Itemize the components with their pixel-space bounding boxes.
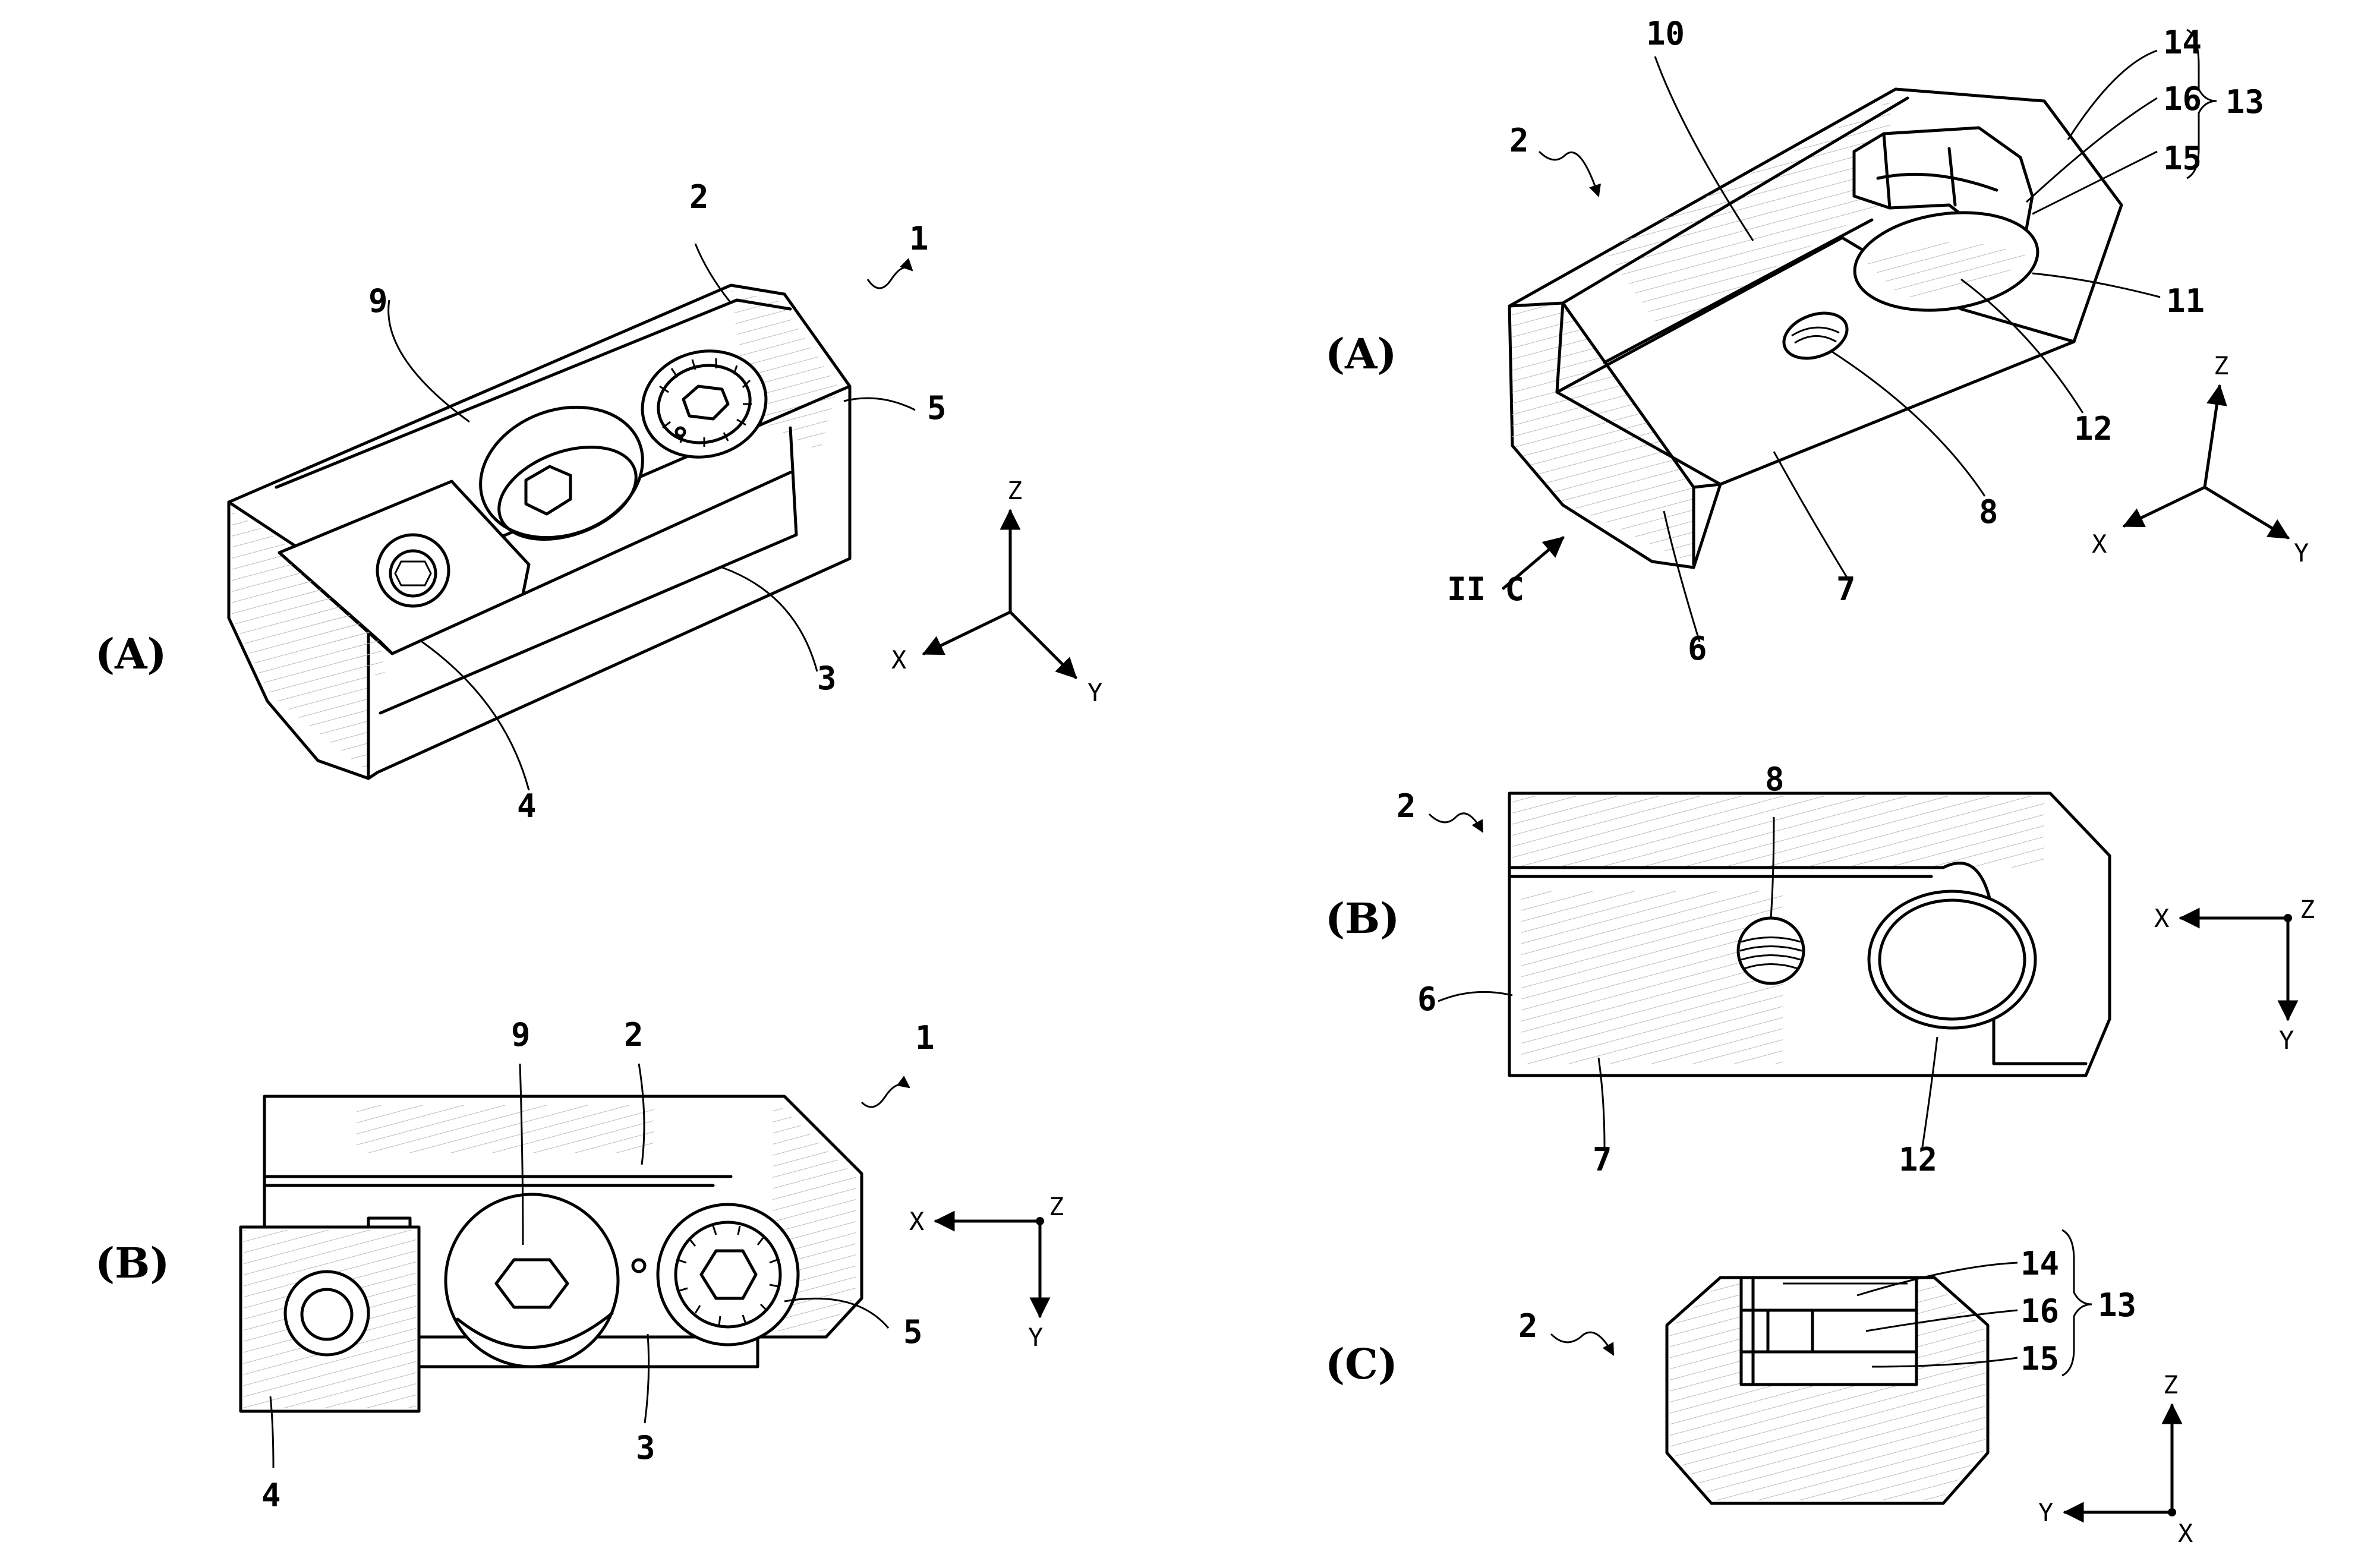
fig1a-axis-x: X (891, 645, 906, 674)
fig2a-ref-15: 15 (2163, 140, 2202, 177)
fig2a-axis-x: X (2092, 529, 2107, 559)
fig2a-ref-10: 10 (1646, 15, 1685, 52)
fig2a-ref-14: 14 (2163, 24, 2202, 61)
panel-label-left-a: (A) (95, 629, 167, 679)
panel-label-left-b: (B) (95, 1238, 169, 1288)
fig2b-ref-2: 2 (1397, 787, 1416, 825)
panel-label-right-b: (B) (1325, 894, 1399, 943)
fig1b-ref-4: 4 (261, 1477, 281, 1514)
fig2b-axis-z: Z (2300, 895, 2315, 924)
fig1b-axis-x: X (909, 1207, 924, 1236)
fig2a-ref-12: 12 (2074, 410, 2113, 447)
fig1a-axis-z: Z (1007, 476, 1022, 505)
fig2a-axis-z: Z (2214, 351, 2228, 380)
fig2c-axis-y: Y (2038, 1498, 2053, 1527)
panel-label-right-c: (C) (1325, 1339, 1398, 1389)
fig1a-ref-4: 4 (517, 787, 537, 825)
fig1b-ref-5: 5 (903, 1313, 923, 1351)
fig1a-ref-5: 5 (927, 389, 947, 427)
fig2c-axes: Z Y X (2038, 1370, 2193, 1548)
fig1b-axes: X Z Y (909, 1192, 1064, 1352)
fig1b-ref-9: 9 (511, 1016, 531, 1054)
fig2a-axis-y: Y (2294, 538, 2309, 567)
fig2c-ref-13: 13 (2098, 1286, 2136, 1324)
fig2b-base (1509, 793, 2110, 1076)
fig1b-assembly (241, 1096, 862, 1411)
fig2c-ref-16: 16 (2020, 1292, 2059, 1330)
fig1b-ref-3: 3 (636, 1429, 655, 1467)
fig1a-axes: Z X Y (891, 476, 1102, 707)
fig1b-ref-1: 1 (915, 1019, 935, 1057)
fig2b-ref-12: 12 (1899, 1141, 1937, 1178)
fig2a-ref-11: 11 (2166, 282, 2205, 320)
fig2c-axis-z: Z (2163, 1370, 2178, 1399)
fig2b-ref-7: 7 (1593, 1141, 1612, 1178)
fig2a-ref-13: 13 (2225, 83, 2264, 121)
fig2a-ref-8: 8 (1979, 493, 1998, 531)
fig2b-ref-6: 6 (1417, 980, 1437, 1018)
fig2a-ref-2: 2 (1509, 122, 1529, 159)
fig2b-axes: X Z Y (2154, 895, 2315, 1055)
fig1a-ref-9: 9 (368, 282, 388, 320)
fig2c-end-view (1667, 1278, 1988, 1503)
fig2a-ref-6: 6 (1688, 630, 1707, 667)
fig1a-ref-1: 1 (909, 220, 929, 257)
fig2a-view-iic: II C (1447, 570, 1524, 608)
fig2b-axis-x: X (2154, 904, 2169, 933)
fig2a-ref-7: 7 (1836, 570, 1856, 608)
fig2c-ref-14: 14 (2020, 1245, 2059, 1282)
fig2a-base (1509, 89, 2121, 567)
fig2a-axes: Z X Y (2092, 351, 2309, 567)
fig1b-axis-y: Y (1028, 1323, 1043, 1352)
fig2c-ref-15: 15 (2020, 1340, 2059, 1377)
fig2b-axis-y: Y (2279, 1026, 2294, 1055)
fig1a-ref-3: 3 (817, 660, 837, 697)
fig1b-axis-z: Z (1049, 1192, 1064, 1221)
fig2c-axis-x: X (2178, 1519, 2193, 1548)
fig1b-ref-2: 2 (624, 1016, 644, 1054)
panel-label-right-a: (A) (1325, 329, 1397, 379)
fig1a-axis-y: Y (1087, 678, 1102, 707)
fig2b-ref-8: 8 (1765, 761, 1785, 798)
fig1a-assembly (229, 285, 850, 778)
fig2a-ref-16: 16 (2163, 80, 2202, 118)
fig1a-ref-2: 2 (689, 178, 709, 216)
fig2c-ref-2: 2 (1518, 1307, 1538, 1345)
